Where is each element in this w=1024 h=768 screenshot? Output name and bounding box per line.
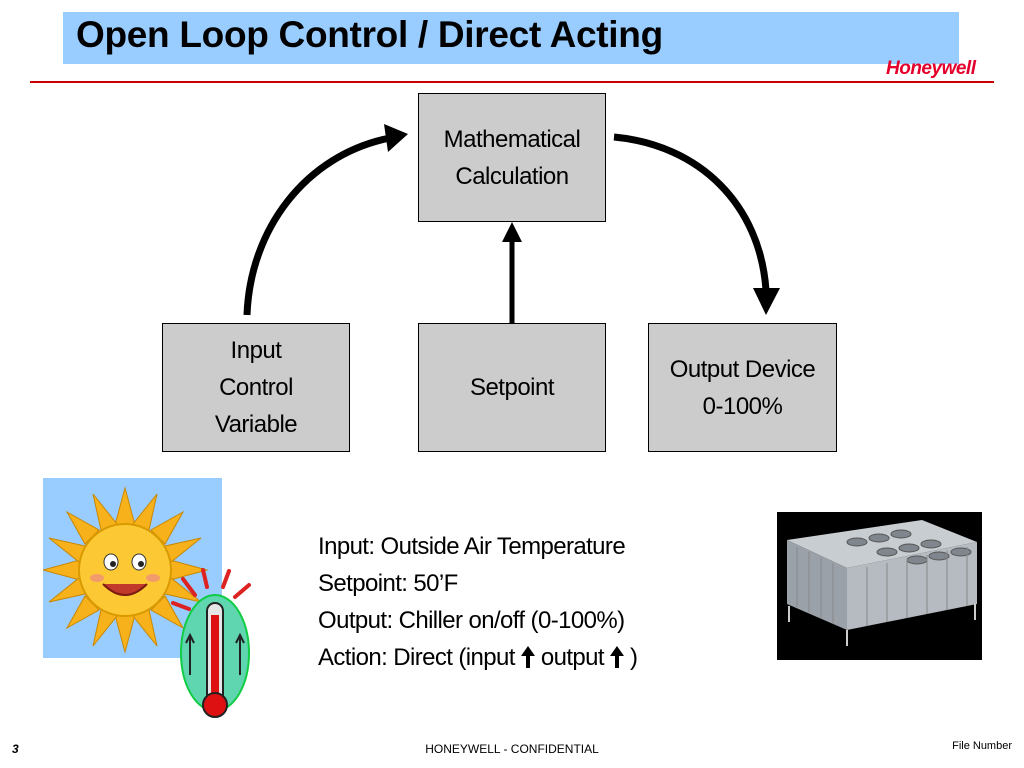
setpoint-label: Setpoint (469, 374, 555, 401)
thermometer-image (165, 565, 265, 725)
output-detail: Output: Chiller on/off (0-100%) (318, 607, 625, 634)
input-line-1: Input (230, 337, 282, 364)
control-details: Input: Outside Air Temperature Setpoint:… (318, 528, 638, 676)
input-detail: Input: Outside Air Temperature (318, 533, 626, 560)
header-rule (30, 81, 994, 83)
up-arrow-icon (609, 646, 624, 668)
up-arrow-icon (520, 646, 535, 668)
output-line-1: Output Device (669, 355, 816, 383)
action-mid: output (540, 644, 605, 671)
honeywell-logo: Honeywell (886, 58, 976, 79)
calculation-line-2: Calculation (455, 162, 569, 190)
input-line-2: Control (219, 374, 293, 401)
output-box: Output Device 0-100% (648, 323, 837, 452)
calculation-line-1: Mathematical (443, 125, 581, 153)
title-bar: Open Loop Control / Direct Acting (63, 12, 959, 64)
confidential-label: HONEYWELL - CONFIDENTIAL (425, 742, 599, 756)
slide-title: Open Loop Control / Direct Acting (76, 14, 663, 55)
arrow-calculation-to-output-head (753, 288, 780, 315)
arrow-input-to-calculation (243, 134, 391, 316)
arrow-input-to-calculation-head (384, 124, 408, 152)
input-box: Input Control Variable (162, 323, 350, 452)
setpoint-box: Setpoint (418, 323, 606, 452)
file-number-label: File Number (952, 740, 1012, 752)
input-line-3: Variable (214, 411, 298, 438)
action-suffix: ) (629, 644, 638, 671)
chiller-unit-image (777, 512, 982, 660)
output-line-2: 0-100% (702, 392, 783, 420)
setpoint-detail: Setpoint: 50’F (318, 570, 458, 597)
calculation-box: Mathematical Calculation (418, 93, 606, 222)
action-prefix: Action: Direct (input (318, 644, 515, 671)
page-number: 3 (12, 742, 19, 756)
action-detail: Action: Direct (input output) (318, 639, 638, 676)
sun-image (41, 478, 222, 658)
arrow-calculation-to-output (613, 133, 770, 291)
arrow-setpoint-to-calculation-head (502, 222, 522, 242)
